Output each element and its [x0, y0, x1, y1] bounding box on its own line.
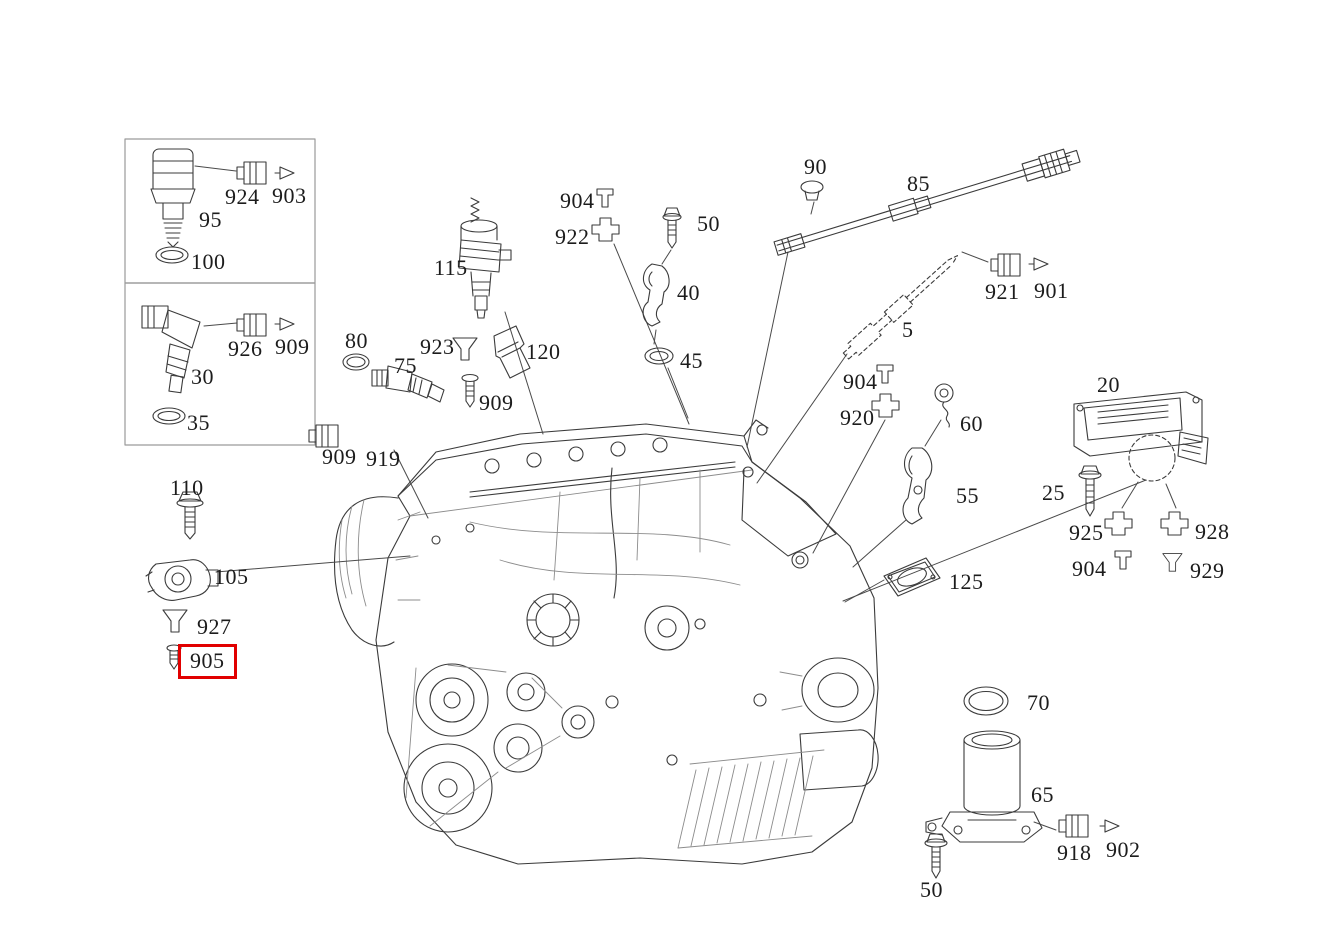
part-label-909-5[interactable]: 909 — [275, 334, 310, 359]
part-label-20-33[interactable]: 20 — [1097, 372, 1120, 397]
part-label-30-6[interactable]: 30 — [191, 364, 214, 389]
part-20-control-module — [1073, 391, 1209, 482]
part-label-909-19[interactable]: 909 — [479, 390, 514, 415]
part-40-bracket — [642, 263, 670, 327]
part-label-110-8[interactable]: 110 — [170, 475, 204, 500]
part-90-cap — [800, 180, 824, 201]
part-label-35-7[interactable]: 35 — [187, 410, 210, 435]
part-55-bracket — [902, 447, 933, 525]
part-label-125-40[interactable]: 125 — [949, 569, 984, 594]
part-50-bolt-2 — [924, 833, 948, 879]
part-label-903-2[interactable]: 903 — [272, 183, 307, 208]
part-5-glow-plug — [842, 255, 959, 360]
part-label-50-45[interactable]: 50 — [920, 877, 943, 902]
part-label-925-36[interactable]: 925 — [1069, 520, 1104, 545]
part-label-85-26[interactable]: 85 — [907, 171, 930, 196]
part-label-918-43[interactable]: 918 — [1057, 840, 1092, 865]
part-label-80-14[interactable]: 80 — [345, 328, 368, 353]
part-label-923-17[interactable]: 923 — [420, 334, 455, 359]
part-label-65-42[interactable]: 65 — [1031, 782, 1054, 807]
part-label-926-4[interactable]: 926 — [228, 336, 263, 361]
part-75-temp-sensor — [371, 365, 445, 403]
part-label-75-15[interactable]: 75 — [394, 353, 417, 378]
part-icons — [141, 148, 1209, 879]
part-label-45-24[interactable]: 45 — [680, 348, 703, 373]
detail-group-boxes — [124, 138, 316, 446]
part-65-filter-housing — [925, 730, 1043, 843]
part-25-bolt — [1078, 465, 1102, 517]
leader-lines — [194, 165, 1177, 831]
part-45-oring — [644, 347, 674, 365]
engine-illustration — [334, 419, 879, 865]
part-35-oring — [152, 407, 186, 425]
part-label-40-23[interactable]: 40 — [677, 280, 700, 305]
part-label-95-0[interactable]: 95 — [199, 207, 222, 232]
part-label-55-35[interactable]: 55 — [956, 483, 979, 508]
part-120-fitting — [493, 325, 531, 379]
part-label-928-37[interactable]: 928 — [1195, 519, 1230, 544]
part-label-90-25[interactable]: 90 — [804, 154, 827, 179]
part-label-120-18[interactable]: 120 — [526, 339, 561, 364]
part-50-bolt — [662, 207, 682, 249]
part-label-5-29[interactable]: 5 — [902, 317, 914, 342]
part-70-oring — [963, 686, 1009, 716]
part-60-grommet — [934, 383, 954, 428]
part-label-902-44[interactable]: 902 — [1106, 837, 1141, 862]
part-label-921-27[interactable]: 921 — [985, 279, 1020, 304]
part-30-cam-sensor — [141, 305, 201, 394]
part-label-70-41[interactable]: 70 — [1027, 690, 1050, 715]
part-label-904-38[interactable]: 904 — [1072, 556, 1107, 581]
part-label-904-30[interactable]: 904 — [843, 369, 878, 394]
part-label-922-21[interactable]: 922 — [555, 224, 590, 249]
part-label-919-13[interactable]: 919 — [366, 446, 401, 471]
part-80-oring — [342, 353, 370, 371]
part-85-cable — [773, 148, 1081, 256]
part-label-50-22[interactable]: 50 — [697, 211, 720, 236]
part-label-927-10[interactable]: 927 — [197, 614, 232, 639]
part-label-25-34[interactable]: 25 — [1042, 480, 1065, 505]
part-label-100-3[interactable]: 100 — [191, 249, 226, 274]
part-label-901-28[interactable]: 901 — [1034, 278, 1069, 303]
part-label-905-11[interactable]: 905 — [178, 644, 237, 679]
part-label-105-9[interactable]: 105 — [214, 564, 249, 589]
part-label-920-31[interactable]: 920 — [840, 405, 875, 430]
part-label-60-32[interactable]: 60 — [960, 411, 983, 436]
part-label-115-16[interactable]: 115 — [434, 255, 468, 280]
part-95-pressure-sensor — [150, 148, 196, 248]
part-label-909-12[interactable]: 909 — [322, 444, 357, 469]
part-label-904-20[interactable]: 904 — [560, 188, 595, 213]
part-label-929-39[interactable]: 929 — [1190, 558, 1225, 583]
part-label-924-1[interactable]: 924 — [225, 184, 260, 209]
part-125-gasket — [883, 557, 941, 597]
part-110-bolt — [176, 491, 204, 540]
part-105-knock-sensor — [145, 559, 219, 601]
part-909-bolt — [461, 373, 479, 408]
part-115-valve — [458, 197, 512, 319]
part-100-oring — [155, 246, 189, 264]
